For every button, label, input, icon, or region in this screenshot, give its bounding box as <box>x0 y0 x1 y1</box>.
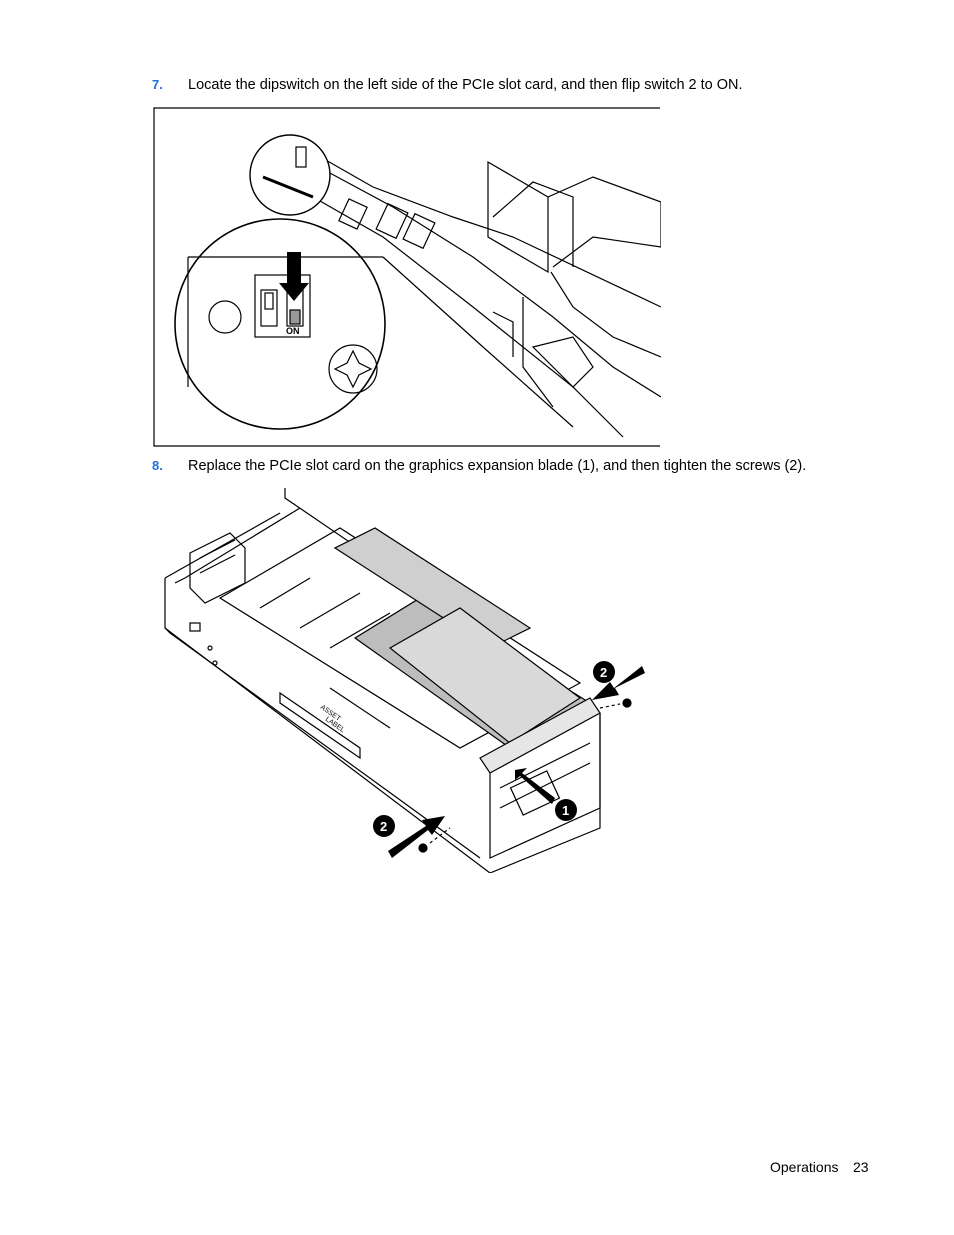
dipswitch-figure: ON <box>153 107 661 447</box>
callout-1: 1 <box>555 799 577 821</box>
blade-figure: ASSET LABEL 2 2 1 <box>164 488 645 873</box>
footer-page-number: 23 <box>853 1159 869 1175</box>
step-number: 7. <box>152 77 163 92</box>
switch-on-label: ON <box>286 326 300 336</box>
arrow-right-icon <box>388 816 445 858</box>
footer-section-title: Operations <box>770 1159 839 1175</box>
step-text: Locate the dipswitch on the left side of… <box>188 77 743 93</box>
svg-text:2: 2 <box>600 665 607 680</box>
callout-2-top: 2 <box>593 661 615 683</box>
step-number: 8. <box>152 458 163 473</box>
svg-text:1: 1 <box>562 803 569 818</box>
arrow-down-icon <box>279 252 309 301</box>
step-text: Replace the PCIe slot card on the graphi… <box>188 458 807 474</box>
arrow-left-icon <box>592 666 645 700</box>
arrow-insert-icon <box>515 768 555 804</box>
svg-text:2: 2 <box>380 819 387 834</box>
figure-frame <box>153 107 660 447</box>
callout-2-bottom: 2 <box>373 815 395 837</box>
